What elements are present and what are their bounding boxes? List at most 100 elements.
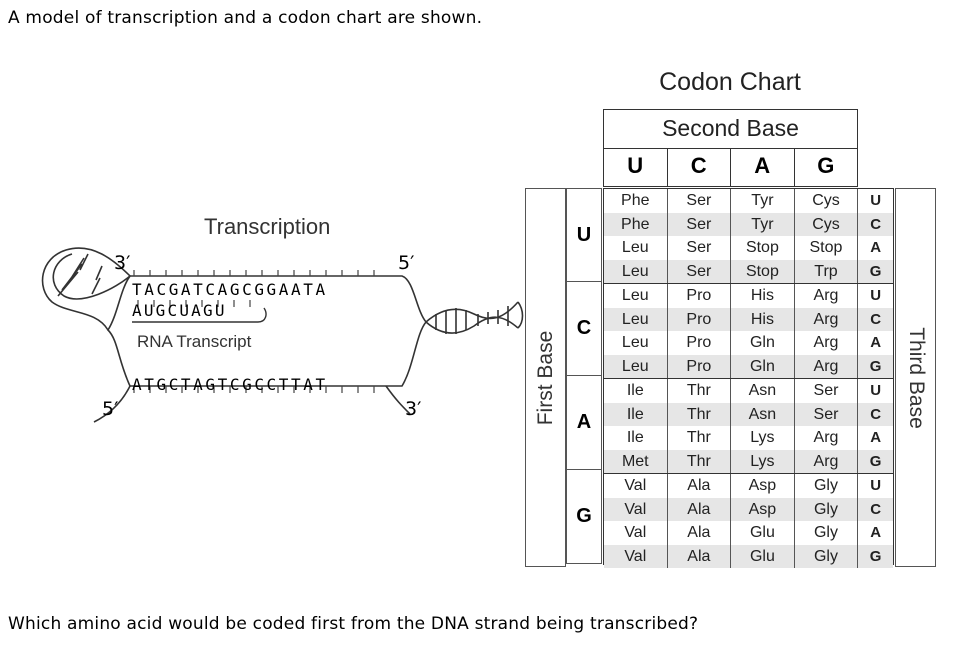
second-base-u: U xyxy=(627,153,644,178)
amino-acid-cell: Pro xyxy=(668,331,732,355)
third-base-cell: U xyxy=(870,477,882,494)
amino-acid-cell: Leu xyxy=(604,354,668,378)
amino-acid-cell: Ala xyxy=(668,544,732,568)
third-base-cell: C xyxy=(870,405,882,423)
third-base-cell: G xyxy=(869,357,882,375)
amino-acid-cell: Asn xyxy=(731,379,795,403)
third-base-cell: G xyxy=(869,547,882,565)
amino-acid-cell: Ala xyxy=(668,474,732,498)
transcription-diagram: Transcription 3′ 5′ TACGATCAGCGGAATA AUG… xyxy=(22,210,524,440)
amino-acid-cell: Met xyxy=(604,449,668,473)
amino-acid-cell: Cys xyxy=(795,212,859,236)
first-base-c: C xyxy=(566,282,602,376)
third-base-cell: U xyxy=(870,287,882,304)
amino-acid-cell: Phe xyxy=(604,212,668,236)
amino-acid-cell: Glu xyxy=(731,521,795,545)
third-base-cell: G xyxy=(869,262,882,280)
amino-acid-cell: Tyr xyxy=(731,212,795,236)
amino-acid-cell: Asp xyxy=(731,497,795,521)
second-base-row: U C A G xyxy=(603,148,858,187)
amino-acid-cell: Ser xyxy=(668,189,732,213)
amino-acid-cell: Leu xyxy=(604,259,668,283)
amino-acid-cell: Lys xyxy=(731,426,795,450)
amino-acid-cell: Lys xyxy=(731,449,795,473)
amino-acid-cell: Arg xyxy=(795,354,859,378)
amino-acid-cell: Thr xyxy=(668,379,732,403)
amino-acid-cell: Leu xyxy=(604,331,668,355)
amino-acid-cell: Leu xyxy=(604,236,668,260)
amino-acid-cell: Stop xyxy=(731,236,795,260)
amino-acid-cell: His xyxy=(731,284,795,308)
amino-acid-cell: Stop xyxy=(795,236,859,260)
rna-strand-sequence: AUGCUAGU xyxy=(132,301,227,320)
amino-acid-cell: Val xyxy=(604,521,668,545)
third-base-cell: A xyxy=(870,334,882,351)
amino-acid-cell: Phe xyxy=(604,189,668,213)
amino-acid-cell: Leu xyxy=(604,307,668,331)
amino-acid-cell: Ser xyxy=(668,259,732,283)
amino-acid-cell: Asn xyxy=(731,402,795,426)
rna-transcript-label: RNA Transcript xyxy=(137,332,252,351)
third-base-header: Third Base xyxy=(895,188,936,567)
amino-acid-cell: Arg xyxy=(795,449,859,473)
amino-acid-cell: Stop xyxy=(731,259,795,283)
third-base-cell: A xyxy=(870,524,882,541)
third-base-cell: C xyxy=(870,310,882,328)
amino-acid-cell: Gln xyxy=(731,354,795,378)
amino-acid-cell: Pro xyxy=(668,354,732,378)
amino-acid-cell: Thr xyxy=(668,402,732,426)
amino-acid-cell: Ala xyxy=(668,521,732,545)
amino-acid-cell: Ile xyxy=(604,379,668,403)
amino-acid-cell: Arg xyxy=(795,331,859,355)
amino-acid-cell: Ser xyxy=(795,379,859,403)
amino-acid-cell: Leu xyxy=(604,284,668,308)
transcription-title: Transcription xyxy=(204,214,331,239)
amino-acid-cell: His xyxy=(731,307,795,331)
amino-acid-cell: Gly xyxy=(795,544,859,568)
third-base-cell: G xyxy=(869,452,882,470)
amino-acid-cell: Pro xyxy=(668,284,732,308)
top-right-end-label: 5′ xyxy=(398,252,415,274)
first-base-u: U xyxy=(566,188,602,282)
first-base-header: First Base xyxy=(525,188,566,567)
amino-acid-cell: Gly xyxy=(795,474,859,498)
third-base-cell: A xyxy=(870,429,882,446)
intro-text: A model of transcription and a codon cha… xyxy=(8,8,483,28)
top-left-end-label: 3′ xyxy=(114,252,131,274)
amino-acid-cell: Val xyxy=(604,474,668,498)
amino-acid-cell: Val xyxy=(604,544,668,568)
second-base-c: C xyxy=(666,148,731,186)
amino-acid-cell: Gln xyxy=(731,331,795,355)
amino-acid-cell: Arg xyxy=(795,426,859,450)
third-base-label: Third Base xyxy=(904,326,928,429)
bottom-left-end-label: 5′ xyxy=(102,398,119,420)
amino-acid-cell: Ile xyxy=(604,426,668,450)
amino-acid-cell: Pro xyxy=(668,307,732,331)
third-base-cell: C xyxy=(870,215,882,233)
question-text: Which amino acid would be coded first fr… xyxy=(8,614,699,634)
first-base-g: G xyxy=(566,470,602,564)
amino-acid-cell: Ser xyxy=(668,212,732,236)
first-base-a: A xyxy=(566,376,602,470)
amino-acid-cell: Arg xyxy=(795,284,859,308)
amino-acid-cell: Ile xyxy=(604,402,668,426)
amino-acid-cell: Arg xyxy=(795,307,859,331)
second-base-g: G xyxy=(793,148,858,186)
second-base-a: A xyxy=(730,148,794,186)
amino-acid-cell: Gly xyxy=(795,521,859,545)
